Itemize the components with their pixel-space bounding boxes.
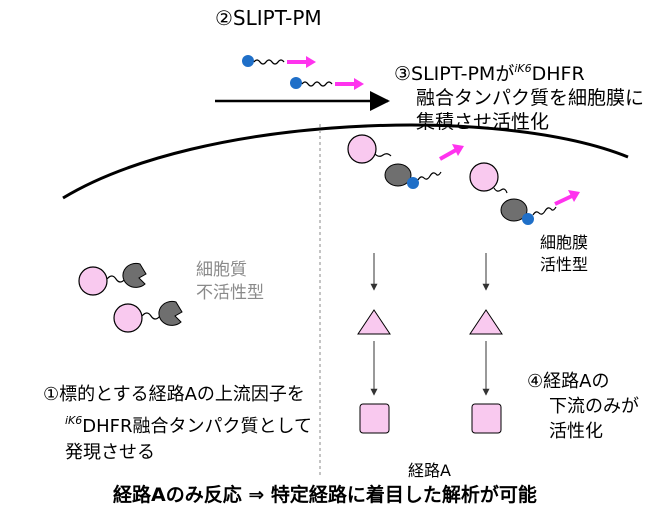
- gray-dhfr-icon: [158, 300, 183, 326]
- cytoplasmic-complex-2: [113, 300, 183, 333]
- triangle-icon: [469, 309, 503, 335]
- wavy-linker: [253, 59, 285, 65]
- step3-description: ③SLIPT-PMがiK6DHFR 融合タンパク質を細胞膜に 集積させ活性化: [394, 57, 644, 134]
- blue-dot-icon: [407, 177, 419, 189]
- blue-dot-icon: [242, 55, 254, 67]
- square-icon: [359, 403, 390, 434]
- step1-line1: ①標的とする経路Aの上流因子を: [43, 384, 305, 405]
- step3-line1: ③SLIPT-PMがiK6DHFR: [394, 62, 585, 85]
- gray-dhfr-icon: [500, 198, 528, 222]
- step4-description: ④経路Aの 下流のみが 活性化: [527, 371, 639, 442]
- blue-dot-icon: [290, 77, 302, 89]
- gray-dhfr-icon: [122, 262, 147, 288]
- step3-line3: 集積させ活性化: [416, 111, 550, 133]
- wavy-linker: [301, 81, 333, 87]
- step3-line2: 融合タンパク質を細胞膜に: [416, 87, 645, 109]
- magenta-arrow-icon: [554, 194, 573, 206]
- step1-line2: iK6DHFR融合タンパク質として: [65, 414, 312, 437]
- triangle-icon: [357, 309, 391, 335]
- cell-membrane-arc: [62, 123, 629, 200]
- step2-label: ②SLIPT-PM: [215, 6, 322, 30]
- pink-circle-icon: [113, 303, 143, 333]
- blue-dot-icon: [522, 213, 534, 225]
- pink-circle-icon: [469, 162, 499, 192]
- pink-circle-icon: [347, 134, 377, 164]
- pink-circle-icon: [78, 266, 108, 296]
- pathway-a-label: 経路A: [408, 461, 451, 480]
- pathway-cascade-1: [357, 253, 391, 434]
- slipt-pm-molecule-1: [242, 55, 316, 68]
- cytoplasmic-complex-1: [78, 262, 147, 296]
- cytoplasm-inactive-label: 細胞質 不活性型: [196, 260, 264, 303]
- step1-description: ①標的とする経路Aの上流因子を iK6DHFR融合タンパク質として 発現させる: [43, 382, 312, 466]
- slipt-pm-molecule-2: [290, 77, 364, 90]
- conclusion-text: 経路Aのみ反応 ⇒ 特定経路に着目した解析が可能: [113, 484, 537, 506]
- step3-superscript: iK6: [514, 62, 532, 75]
- pathway-cascade-2: [469, 253, 503, 434]
- step1-superscript: iK6: [65, 414, 83, 427]
- square-icon: [471, 403, 502, 434]
- gray-dhfr-icon: [384, 163, 412, 187]
- membrane-active-label: 細胞膜 活性型: [540, 233, 589, 274]
- magenta-arrow-icon: [439, 148, 457, 161]
- membrane-complex-2: [469, 162, 580, 225]
- membrane-complex-1: [347, 134, 464, 189]
- step1-line3: 発現させる: [65, 442, 155, 463]
